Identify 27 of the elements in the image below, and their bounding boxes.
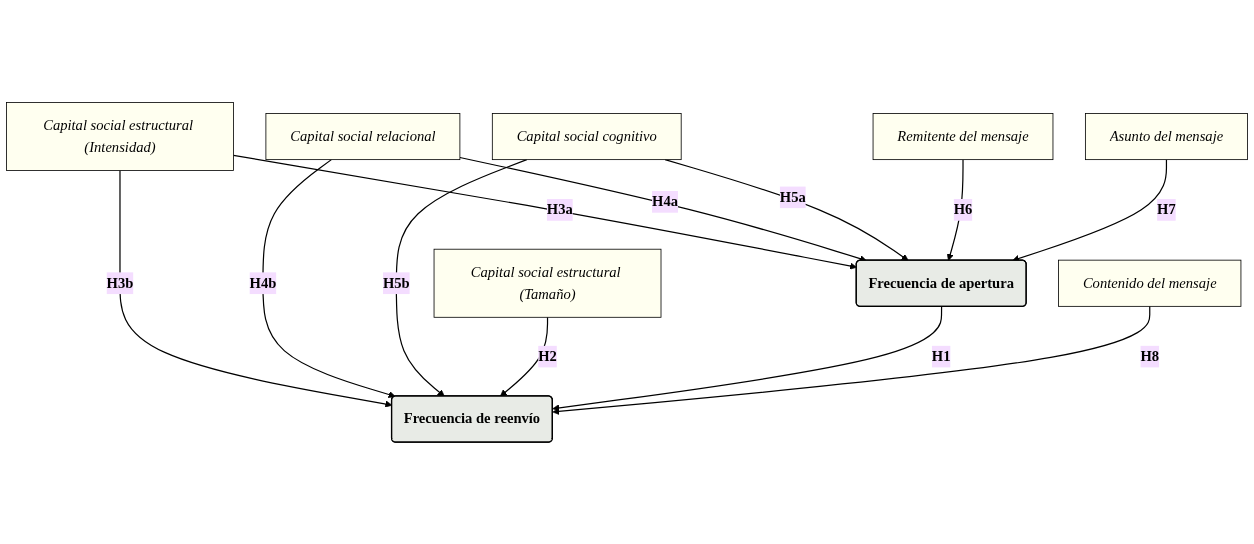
edge-label: H5a (779, 188, 806, 205)
arrow (946, 158, 964, 261)
edge-label: H8 (1140, 347, 1160, 364)
edge-label: H4b (249, 274, 277, 291)
edge-label: H2 (538, 347, 557, 364)
edge-label: H4a (652, 193, 678, 210)
edge-label: H1 (931, 347, 951, 364)
node-box: Capital social estructural (Intensidad) (6, 101, 234, 171)
edge-label: H3b (106, 274, 134, 291)
arrow (500, 316, 549, 397)
node-box: Contenido del mensaje (1058, 259, 1242, 307)
arrow (552, 305, 943, 412)
edge-label: H7 (1157, 201, 1176, 218)
arrow (232, 154, 857, 270)
arrow (459, 156, 867, 262)
node-box: Asunto del mensaje (1085, 112, 1248, 160)
node-box: Capital social cognitivo (491, 112, 682, 160)
arrow (664, 158, 909, 261)
edge-label: H5b (382, 274, 410, 291)
node-box: Capital social estructural (Tamaño) (433, 248, 662, 318)
node-box: Remitente del mensaje (872, 112, 1054, 160)
arrow (552, 305, 1151, 415)
arrow (395, 158, 528, 397)
edge-label: H6 (953, 201, 973, 218)
edge-label: H3a (546, 201, 573, 218)
node-box: Capital social relacional (265, 112, 461, 160)
arrow (262, 158, 396, 398)
